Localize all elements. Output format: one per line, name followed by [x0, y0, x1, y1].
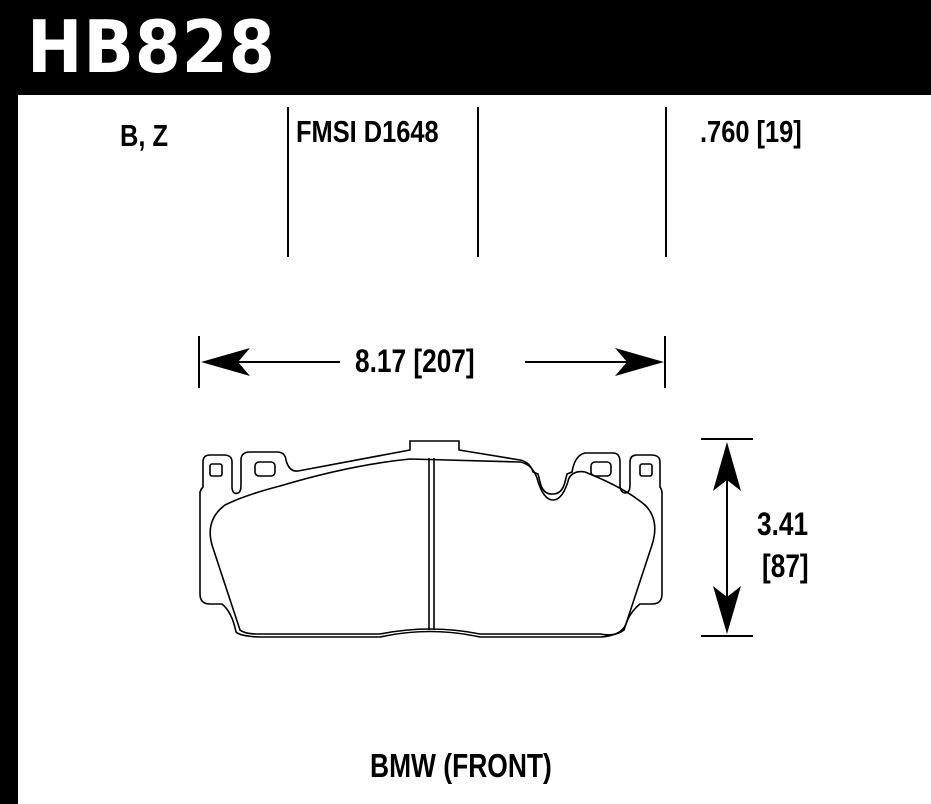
height-dimension-inches: 3.41: [757, 506, 809, 542]
compound-codes: B, Z: [120, 118, 169, 153]
spec-divider-3: [665, 107, 667, 257]
application-label: BMW (FRONT): [370, 747, 552, 784]
pad-friction-material: [209, 458, 656, 636]
hole-right-outer: [639, 463, 653, 477]
hole-right-inner: [590, 461, 612, 477]
left-frame-bar: [0, 0, 18, 804]
spec-divider-1: [287, 107, 289, 257]
width-dimension-arrow: [198, 336, 666, 388]
header-bar: [0, 0, 931, 95]
height-dimension-arrow: [701, 438, 753, 637]
fmsi-number: FMSI D1648: [296, 114, 439, 149]
hole-left-inner: [254, 461, 276, 477]
mounting-holes: [209, 461, 653, 477]
thickness-spec: .760 [19]: [700, 114, 802, 149]
pad-center-slot: [428, 458, 435, 630]
pad-backing-plate: [199, 440, 663, 638]
hole-left-outer: [209, 463, 223, 477]
width-dimension-label: 8.17 [207]: [355, 343, 475, 379]
height-dimension-mm: [87]: [762, 548, 809, 584]
part-number-title: HB828: [27, 5, 276, 89]
spec-divider-2: [477, 107, 479, 257]
